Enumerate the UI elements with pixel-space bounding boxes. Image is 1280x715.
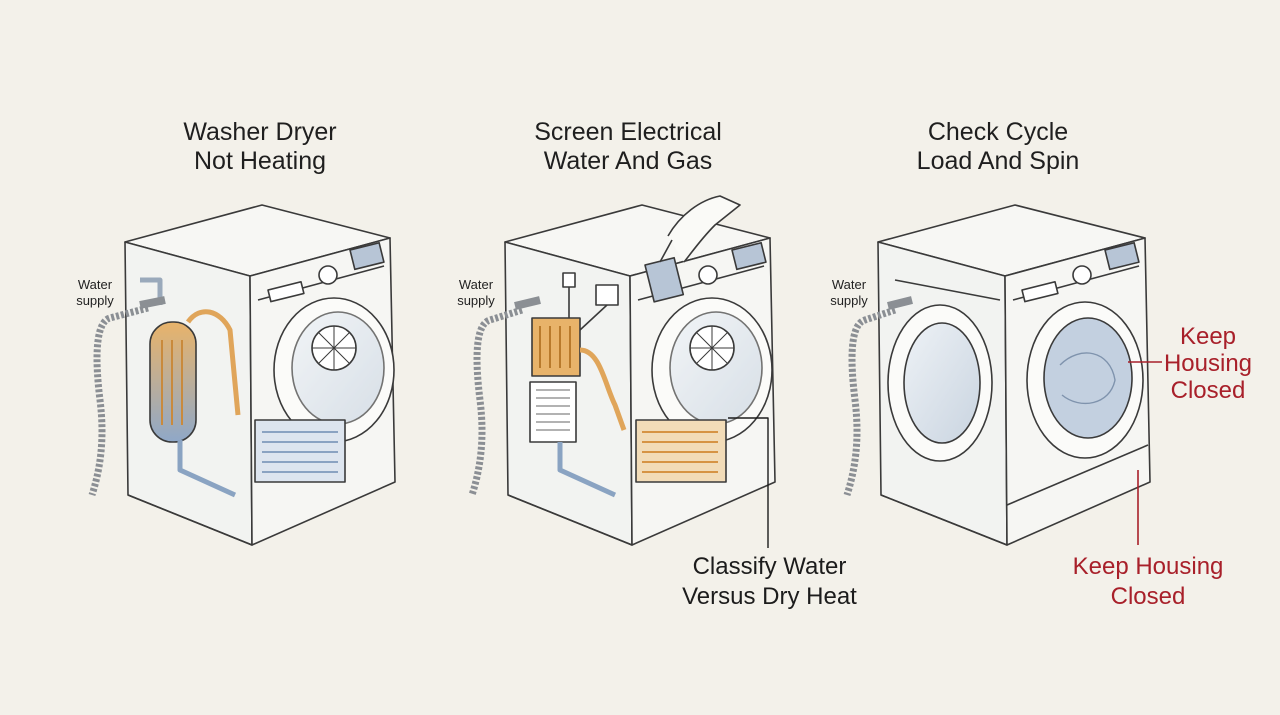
panel-3-appliance	[843, 204, 1162, 546]
classify-callout-line-1: Classify Water	[692, 553, 847, 580]
panel-2-appliance	[468, 195, 776, 548]
panel-1-water-supply-label: Water supply	[70, 277, 120, 309]
panel-2-water-label-line-1: Water	[458, 277, 494, 292]
panel-3-title-line-1: Check Cycle	[927, 118, 1069, 146]
panel-1-title-line-2: Not Heating	[193, 147, 327, 175]
bottom-callout-line-1: Keep Housing	[1072, 553, 1224, 580]
keep-housing-bottom-callout: Keep Housing Closed	[1058, 552, 1238, 612]
keep-housing-side-callout: Keep Housing Closed	[1158, 323, 1258, 404]
hand-icon	[659, 195, 741, 263]
classify-callout-line-2: Versus Dry Heat	[682, 583, 857, 610]
side-callout-line-2: Housing	[1163, 350, 1253, 377]
panel-3-title-line-2: Load And Spin	[916, 147, 1080, 175]
panel-2-water-label-line-2: supply	[457, 293, 495, 308]
panel-3-water-label-line-2: supply	[830, 293, 868, 308]
panel-3-water-supply-label: Water supply	[824, 277, 874, 309]
panel-1-appliance	[88, 204, 396, 546]
panel-3-water-label-line-1: Water	[831, 277, 867, 292]
panel-2-title: Screen Electrical Water And Gas	[478, 118, 778, 176]
side-callout-line-3: Closed	[1170, 377, 1246, 404]
classify-water-callout: Classify Water Versus Dry Heat	[662, 552, 877, 612]
panel-3-title: Check Cycle Load And Spin	[848, 118, 1148, 176]
bottom-callout-line-2: Closed	[1110, 583, 1186, 610]
panel-2-title-line-1: Screen Electrical	[534, 118, 722, 146]
side-callout-line-1: Keep	[1179, 323, 1237, 350]
panel-1-water-label-line-1: Water	[77, 277, 113, 292]
panel-2-water-supply-label: Water supply	[451, 277, 501, 309]
panel-2-title-line-2: Water And Gas	[543, 147, 713, 175]
panel-1-water-label-line-2: supply	[76, 293, 114, 308]
panel-1-title: Washer Dryer Not Heating	[110, 118, 410, 176]
panel-1-title-line-1: Washer Dryer	[183, 118, 337, 146]
